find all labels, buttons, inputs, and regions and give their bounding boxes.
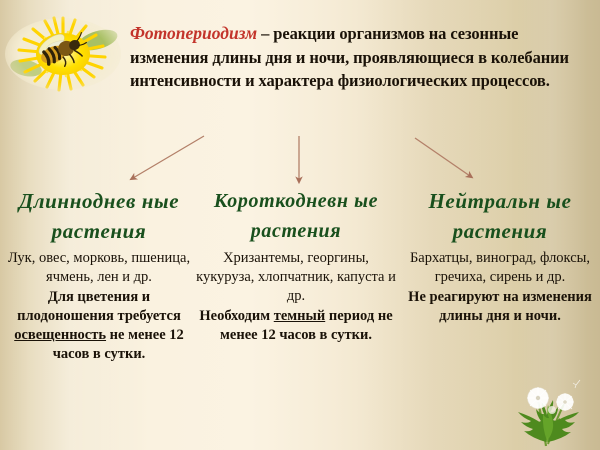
bee-on-dandelion-photo (2, 12, 124, 94)
column-note-short-day: Необходим темный период не менее 12 часо… (196, 307, 396, 345)
note-text-before: Для цветения и плодоношения требуется (17, 289, 181, 324)
note-text-after: период не менее 12 часов в сутки. (220, 308, 393, 343)
column-short-day-plants: Короткодневн ые растения Хризантемы, гео… (196, 186, 396, 345)
column-long-day-plants: Длинноднев ные растения Лук, овес, морко… (6, 186, 192, 364)
arrow-to-long-day-plants (129, 135, 205, 181)
column-title-long-day: Длинноднев ные растения (18, 189, 180, 243)
column-title-short-day: Короткодневн ые растения (213, 190, 379, 242)
definition-body: – реакции организмов на сезонные изменен… (130, 24, 569, 90)
note-text-underlined: освещенность (14, 327, 107, 343)
term-fotoperiodizm: Фотопериодизм (130, 23, 258, 43)
column-examples-neutral: Бархатцы, виноград, флоксы, гречиха, сир… (409, 250, 591, 285)
column-note-long-day: Для цветения и плодоношения требуется ос… (6, 288, 192, 364)
column-examples-long-day: Лук, овес, морковь, пшеница, ячмень, лен… (7, 250, 191, 285)
note-text-underlined: темный (273, 308, 326, 324)
dandelion-seedhead-plant (490, 354, 598, 450)
arrow-to-neutral-plants (414, 137, 474, 179)
note-text-after: не менее 12 часов в сутки. (52, 327, 184, 362)
note-text-before: Необходим (199, 308, 274, 324)
note-text-after: Не реагируют на изменения длины дня и но… (408, 289, 592, 324)
column-neutral-plants: Нейтральн ые растения Бархатцы, виноград… (404, 186, 596, 326)
definition-text: Фотопериодизм – реакции организмов на се… (130, 22, 588, 93)
column-examples-short-day: Хризантемы, георгины, кукуруза, хлопчатн… (196, 250, 396, 304)
column-note-neutral: Не реагируют на изменения длины дня и но… (404, 288, 596, 326)
column-title-neutral: Нейтральн ые растения (428, 189, 572, 243)
